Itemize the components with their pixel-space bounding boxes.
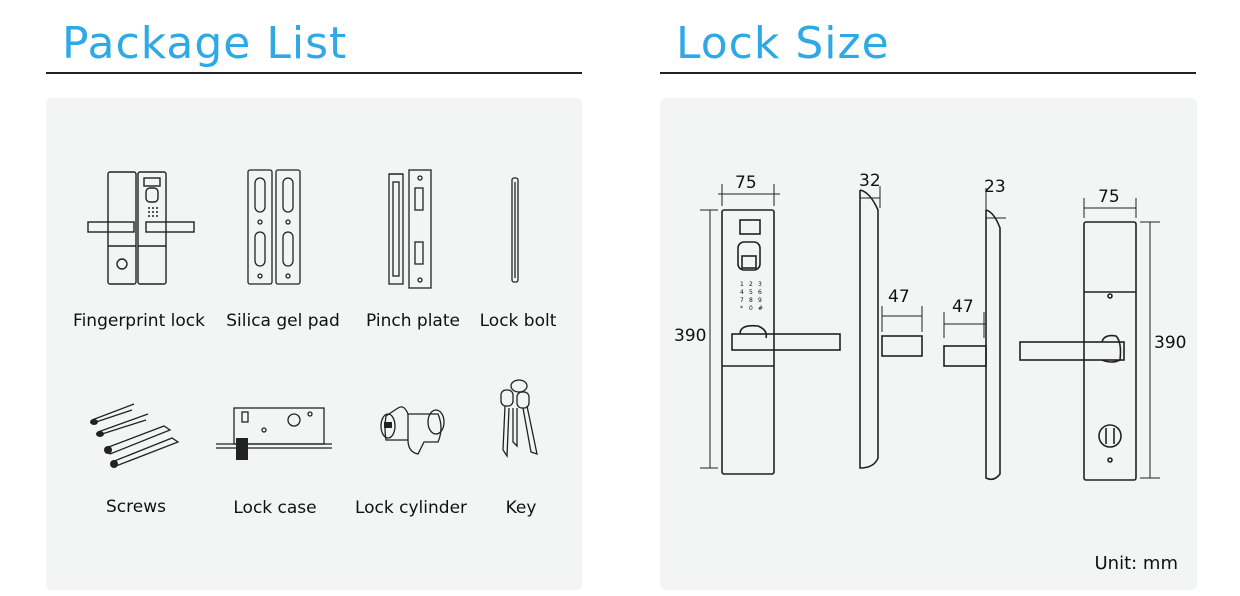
dim-back-width: 75 — [1098, 187, 1120, 207]
item-label-lock-bolt: Lock bolt — [479, 311, 557, 331]
keypad-key: # — [758, 305, 763, 312]
lock-size-title: Lock Size — [676, 18, 890, 69]
keypad-key: 0 — [749, 305, 753, 312]
keypad-key: 6 — [758, 289, 762, 296]
keypad-key: 7 — [740, 297, 744, 304]
silica-gel-pad-icon — [247, 169, 301, 285]
fingerprint-lock-icon — [87, 171, 195, 285]
dim-side2-handle: 47 — [952, 297, 974, 317]
unit-label: Unit: mm — [1094, 553, 1179, 574]
key-icon — [500, 379, 538, 459]
package-list-rule — [46, 72, 582, 74]
lock-size-diagram: 1 2 3 4 5 6 7 8 9 * 0 # 75 390 32 47 23 … — [674, 171, 1186, 481]
dim-side-handle: 47 — [888, 287, 910, 307]
item-label-lock-case: Lock case — [233, 498, 317, 518]
dim-side-depth: 32 — [859, 171, 881, 191]
item-label-silica-gel-pad: Silica gel pad — [226, 311, 340, 331]
dim-back-height: 390 — [1154, 333, 1186, 353]
lock-size-panel — [660, 98, 1197, 590]
lock-bolt-icon — [511, 177, 519, 283]
keypad-key: 2 — [749, 281, 753, 288]
screws-icon — [90, 403, 180, 468]
dim-front-height: 390 — [674, 326, 706, 346]
package-list-title: Package List — [62, 18, 348, 69]
item-label-fingerprint-lock: Fingerprint lock — [73, 311, 205, 331]
item-label-pinch-plate: Pinch plate — [366, 311, 460, 331]
keypad-key: 9 — [758, 297, 762, 304]
keypad-key: 5 — [749, 289, 753, 296]
keypad-key: * — [740, 305, 743, 312]
keypad-key: 8 — [749, 297, 753, 304]
dim-side2-depth: 23 — [984, 177, 1006, 197]
lock-cylinder-icon — [380, 406, 445, 455]
item-label-lock-cylinder: Lock cylinder — [354, 498, 468, 518]
keypad-key: 4 — [740, 289, 744, 296]
item-label-key: Key — [505, 498, 537, 518]
item-label-screws: Screws — [106, 497, 166, 517]
pinch-plate-icon — [388, 169, 432, 289]
keypad-key: 1 — [740, 281, 744, 288]
keypad-key: 3 — [758, 281, 762, 288]
lock-case-icon — [216, 407, 332, 460]
dim-front-width: 75 — [735, 173, 757, 193]
lock-size-rule — [660, 72, 1196, 74]
